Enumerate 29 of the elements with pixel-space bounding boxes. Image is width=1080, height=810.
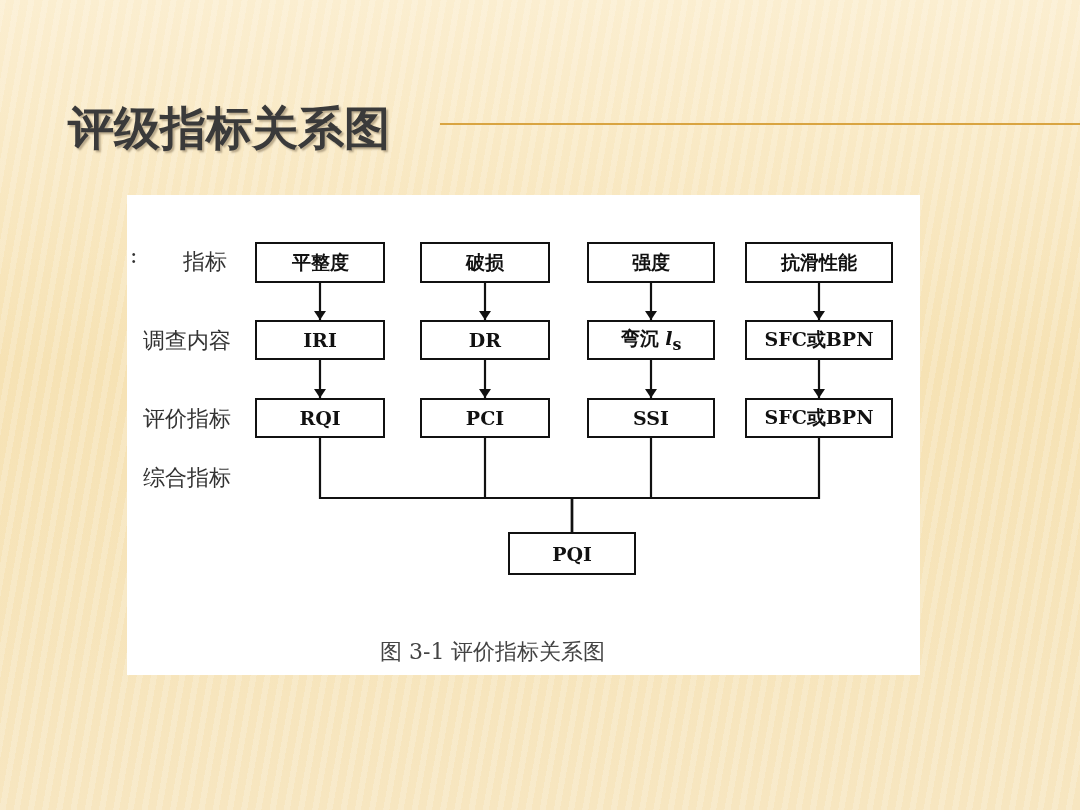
- row-label: 指标: [183, 248, 227, 276]
- rating-box: RQI: [255, 398, 385, 438]
- arrow: [645, 283, 657, 320]
- indicator-box: 强度: [587, 242, 715, 283]
- indicator-box: 平整度: [255, 242, 385, 283]
- arrow: [314, 360, 326, 398]
- arrow: [645, 360, 657, 398]
- arrow: [479, 283, 491, 320]
- row-label: 综合指标: [143, 464, 231, 492]
- survey-box: SFC或BPN: [745, 320, 893, 360]
- survey-box: DR: [420, 320, 550, 360]
- arrow: [479, 360, 491, 398]
- connector-line: [570, 438, 821, 532]
- arrow: [813, 283, 825, 320]
- arrow: [314, 283, 326, 320]
- indicator-box: 破损: [420, 242, 550, 283]
- rating-box: SFC或BPN: [745, 398, 893, 438]
- colon-mark: :: [130, 243, 138, 268]
- arrow: [813, 360, 825, 398]
- row-label: 评价指标: [143, 405, 231, 433]
- survey-box: IRI: [255, 320, 385, 360]
- rating-box: PCI: [420, 398, 550, 438]
- overall-index-box: PQI: [508, 532, 636, 575]
- rating-box: SSI: [587, 398, 715, 438]
- slide-title: 评级指标关系图: [68, 100, 390, 157]
- indicator-box: 抗滑性能: [745, 242, 893, 283]
- row-label: 调查内容: [143, 327, 231, 355]
- survey-box: 弯沉 l$_{s}$: [587, 320, 715, 360]
- figure-caption: 图 3-1 评价指标关系图: [380, 638, 606, 666]
